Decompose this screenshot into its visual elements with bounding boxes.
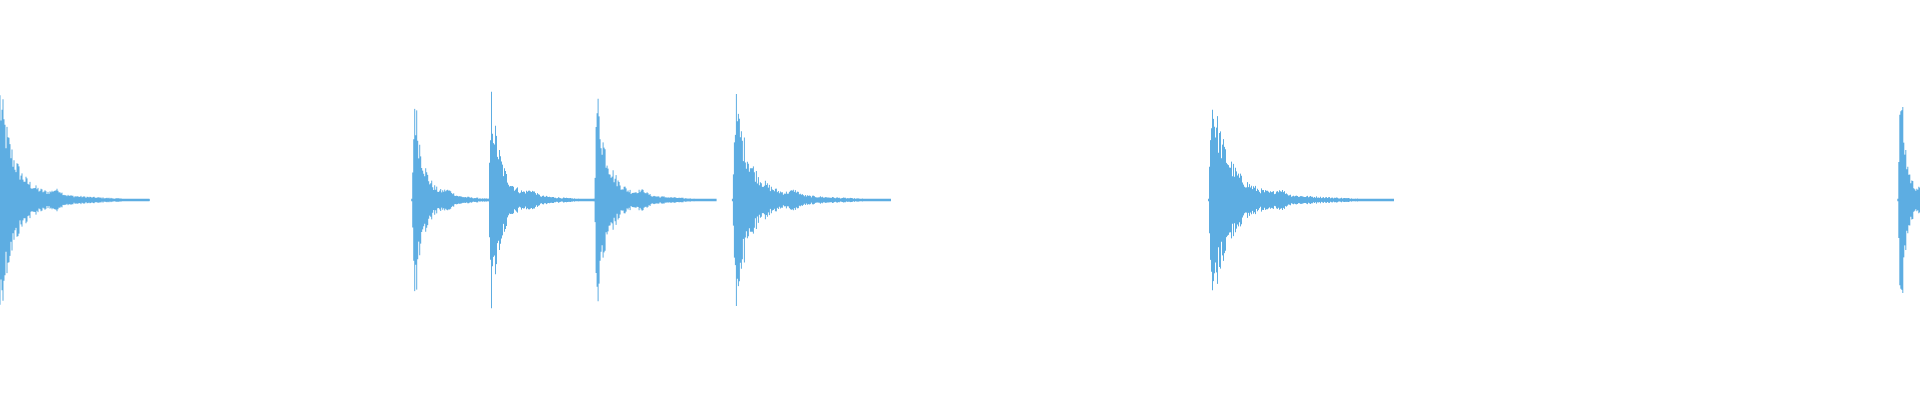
waveform-hit xyxy=(1897,107,1920,293)
waveform-hit xyxy=(1208,109,1394,291)
waveform-hit xyxy=(731,94,891,306)
waveform-hit xyxy=(488,91,598,309)
waveform-hit xyxy=(0,95,150,305)
waveform-hits xyxy=(0,91,1920,309)
waveform-hit xyxy=(593,98,717,302)
